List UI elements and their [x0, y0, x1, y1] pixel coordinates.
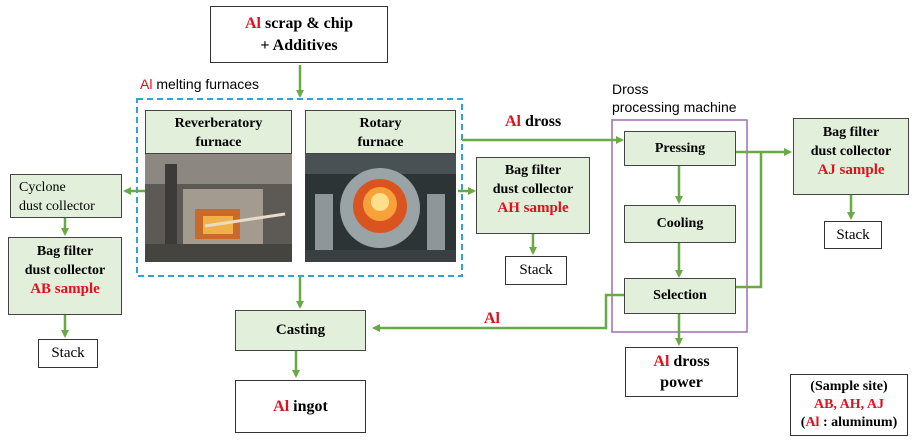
dross-machine-label: Dross processing machine	[612, 80, 737, 116]
melting-furnaces-label: Al melting furnaces	[140, 76, 259, 92]
arrow-al-return	[372, 293, 624, 332]
bag-filter-ab: Bag filter dust collector AB sample	[8, 237, 122, 315]
cyclone-dust-collector: Cyclone dust collector	[10, 174, 122, 218]
stack-aj-label: Stack	[836, 227, 870, 243]
furnaces-al: Al	[140, 76, 153, 92]
melting-furnaces-frame	[136, 98, 463, 277]
stack-aj: Stack	[824, 221, 882, 249]
rotary-line2: furnace	[357, 135, 404, 150]
al-dross-label: Al dross	[505, 113, 561, 131]
bag-ab-line2: dust collector	[24, 263, 106, 278]
bag-filter-aj: Bag filter dust collector AJ sample	[793, 118, 909, 195]
pressing-label: Pressing	[654, 141, 706, 156]
ingot-label: ingot	[293, 398, 328, 415]
casting-box: Casting	[235, 310, 366, 351]
legend-title: (Sample site)	[810, 379, 888, 394]
arrow-selection-to-aj	[736, 152, 763, 289]
input-line1: scrap & chip	[265, 15, 353, 32]
casting-label: Casting	[275, 322, 326, 338]
dross-machine-line2: processing machine	[612, 99, 737, 115]
stack-ah: Stack	[505, 256, 567, 285]
sample-site-legend: (Sample site) AB, AH, AJ (Al : aluminum)	[790, 374, 908, 436]
cyclone-line2: dust collector	[19, 199, 95, 214]
aj-sample-label: AJ sample	[817, 162, 885, 178]
pressing-box: Pressing	[624, 131, 736, 166]
input-line2: + Additives	[260, 37, 338, 54]
reverberatory-line1: Reverberatory	[174, 116, 263, 131]
selection-label: Selection	[653, 288, 707, 303]
reverberatory-image	[145, 154, 292, 262]
rotary-furnace-box: Rotary furnace	[305, 110, 456, 154]
power-dross: dross	[673, 353, 710, 370]
legend-al: Al	[805, 415, 820, 430]
bag-aj-line2: dust collector	[810, 144, 892, 159]
bag-ah-line1: Bag filter	[504, 163, 562, 178]
reverberatory-furnace-photo	[145, 154, 292, 262]
al-return-label: Al	[484, 310, 500, 327]
ingot-al: Al	[273, 398, 290, 415]
dross-text: dross	[525, 113, 562, 130]
bag-ab-line1: Bag filter	[36, 244, 94, 259]
ah-sample-label: AH sample	[497, 200, 569, 216]
bag-aj-line1: Bag filter	[822, 125, 880, 140]
cooling-label: Cooling	[656, 216, 704, 231]
al-ingot-box: Al ingot	[235, 380, 366, 433]
reverberatory-line2: furnace	[195, 135, 242, 150]
furnaces-text: melting furnaces	[156, 76, 260, 92]
rotary-furnace-photo	[305, 154, 456, 262]
cooling-box: Cooling	[624, 205, 736, 243]
bag-ah-line2: dust collector	[492, 182, 574, 197]
al-dross-power-box: Al dross power	[625, 347, 738, 397]
dross-al: Al	[505, 113, 521, 130]
stack-ab-label: Stack	[51, 345, 85, 361]
input-al: Al	[245, 15, 261, 32]
stack-ah-label: Stack	[519, 262, 553, 278]
reverberatory-furnace-box: Reverberatory furnace	[145, 110, 292, 154]
legend-sites: AB, AH, AJ	[813, 397, 884, 412]
power-al: Al	[653, 353, 670, 370]
input-box: Al scrap & chip + Additives	[210, 6, 388, 63]
stack-ab: Stack	[38, 339, 98, 368]
rotary-line1: Rotary	[359, 116, 402, 131]
rotary-image	[305, 154, 456, 262]
power-line2: power	[660, 374, 703, 391]
bag-filter-ah: Bag filter dust collector AH sample	[476, 157, 590, 234]
legend-note: : aluminum	[822, 415, 893, 430]
ab-sample-label: AB sample	[30, 281, 100, 297]
cyclone-line1: Cyclone	[19, 180, 66, 195]
selection-box: Selection	[624, 278, 736, 314]
dross-machine-line1: Dross	[612, 81, 649, 97]
